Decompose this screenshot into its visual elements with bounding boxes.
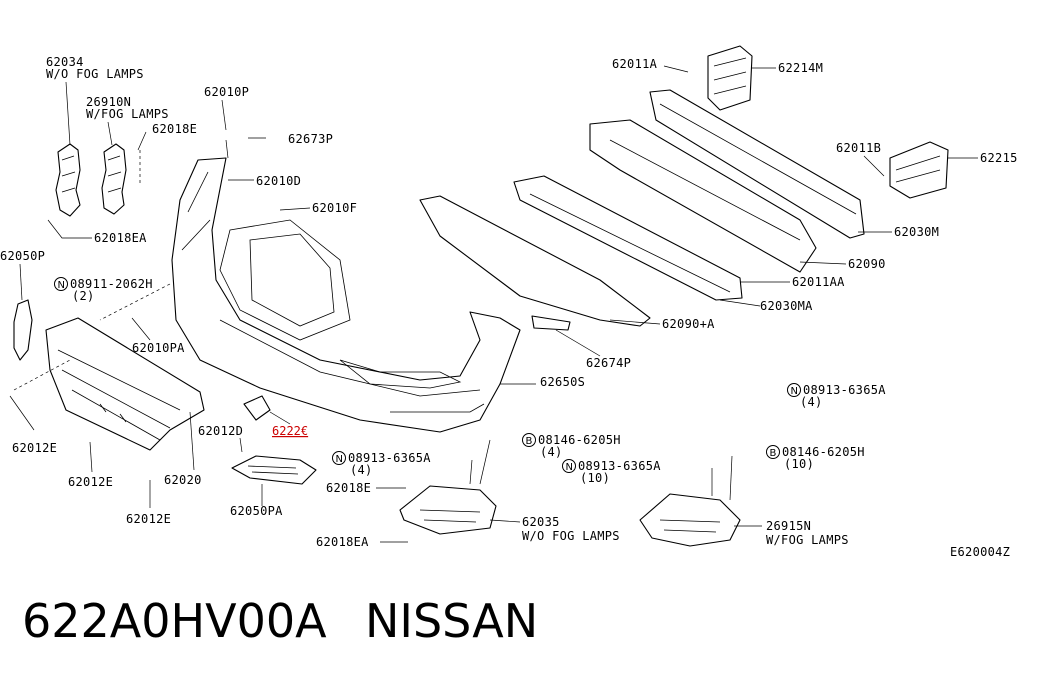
label-62012E-bottom[interactable]: 62012E [126, 512, 171, 526]
diagram-code: E620004Z [950, 545, 1010, 559]
label-08146-b-qty: (10) [784, 457, 814, 471]
label-08911-qty: (2) [72, 289, 95, 303]
label-62090[interactable]: 62090 [848, 257, 886, 271]
label-62018E-top[interactable]: 62018E [152, 122, 197, 136]
label-08911-2062H[interactable]: 08911-2062H [70, 277, 153, 291]
label-26915N[interactable]: 26915N [766, 519, 811, 533]
fog-cover-62050PA-drawing [231, 455, 317, 485]
label-6222x-highlight[interactable]: 6222€ [272, 424, 308, 438]
label-62214M[interactable]: 62214M [778, 61, 823, 75]
footer-part-number: 622A0HV00A [22, 594, 327, 648]
bracket-62034-drawing [55, 143, 81, 217]
svg-text:B: B [526, 436, 533, 447]
label-08913-6365A-right[interactable]: 08913-6365A [803, 383, 886, 397]
label-62050PA[interactable]: 62050PA [230, 504, 283, 518]
bracket-62674P-drawing [531, 315, 571, 331]
label-26910N[interactable]: 26910N [86, 95, 131, 109]
label-62010PA[interactable]: 62010PA [132, 341, 185, 355]
label-62010F[interactable]: 62010F [312, 201, 357, 215]
label-62030MA[interactable]: 62030MA [760, 299, 813, 313]
label-62034[interactable]: 62034 [46, 55, 84, 69]
svg-text:N: N [566, 462, 573, 473]
bumper-fascia-drawing [171, 157, 521, 433]
label-62011A[interactable]: 62011A [612, 57, 658, 71]
label-08913-6365A-mid[interactable]: 08913-6365A [348, 451, 431, 465]
nut-symbol-08913-n: N [562, 459, 576, 473]
label-62012E-left[interactable]: 62012E [12, 441, 57, 455]
bolt-symbol-08146-a: B [522, 433, 536, 447]
stay-62214M-drawing [707, 45, 753, 111]
bracket-26915N-drawing [639, 493, 741, 547]
label-62035-note: W/O FOG LAMPS [522, 529, 620, 543]
svg-text:B: B [770, 448, 777, 459]
label-62012D[interactable]: 62012D [198, 424, 243, 438]
label-08913-6365A-n[interactable]: 08913-6365A [578, 459, 661, 473]
label-62018E-mid[interactable]: 62018E [326, 481, 371, 495]
label-08913-mid-qty: (4) [350, 463, 373, 477]
nut-symbol-08911: N [54, 277, 68, 291]
lower-grille-62020-drawing [45, 317, 205, 451]
footer-brand: NISSAN [365, 594, 539, 648]
label-08146-a-qty: (4) [540, 445, 563, 459]
bolt-symbol-08146-b: B [766, 445, 780, 459]
label-08913-right-qty: (4) [800, 395, 823, 409]
label-62673P[interactable]: 62673P [288, 132, 333, 146]
svg-text:N: N [58, 280, 65, 291]
nut-symbol-08913-right: N [787, 383, 801, 397]
label-08146-6205H-a[interactable]: 08146-6205H [538, 433, 621, 447]
svg-text:N: N [336, 454, 343, 465]
label-62012E-mid[interactable]: 62012E [68, 475, 113, 489]
label-08913-n-qty: (10) [580, 471, 610, 485]
bracket-26910N-drawing [101, 143, 127, 215]
label-62090A[interactable]: 62090+A [662, 317, 715, 331]
label-62018EA-left[interactable]: 62018EA [94, 231, 147, 245]
label-62650S[interactable]: 62650S [540, 375, 585, 389]
label-08146-6205H-b[interactable]: 08146-6205H [782, 445, 865, 459]
label-62215[interactable]: 62215 [980, 151, 1018, 165]
bracket-62035-drawing [399, 485, 497, 535]
label-26915N-note: W/FOG LAMPS [766, 533, 849, 547]
label-26910N-note: W/FOG LAMPS [86, 107, 169, 121]
svg-text:N: N [791, 386, 798, 397]
nut-symbol-08913-mid: N [332, 451, 346, 465]
cover-6222x-drawing [243, 395, 271, 421]
label-62018EA-bottom[interactable]: 62018EA [316, 535, 369, 549]
label-62050P[interactable]: 62050P [0, 249, 45, 263]
side-cover-62050P-drawing [13, 299, 33, 361]
label-62674P[interactable]: 62674P [586, 356, 631, 370]
reinforcement-62030MA-drawing [513, 175, 743, 301]
label-62010P[interactable]: 62010P [204, 85, 249, 99]
stay-62215-drawing [889, 141, 949, 199]
label-62011B[interactable]: 62011B [836, 141, 881, 155]
absorber-62090-drawing [589, 119, 817, 273]
label-62011AA[interactable]: 62011AA [792, 275, 845, 289]
label-62030M[interactable]: 62030M [894, 225, 939, 239]
label-62034-note: W/O FOG LAMPS [46, 67, 144, 81]
reinforcement-62030M-drawing [649, 89, 865, 239]
label-62010D[interactable]: 62010D [256, 174, 301, 188]
absorber-62090A-drawing [419, 195, 651, 327]
label-62035[interactable]: 62035 [522, 515, 560, 529]
label-62020[interactable]: 62020 [164, 473, 202, 487]
